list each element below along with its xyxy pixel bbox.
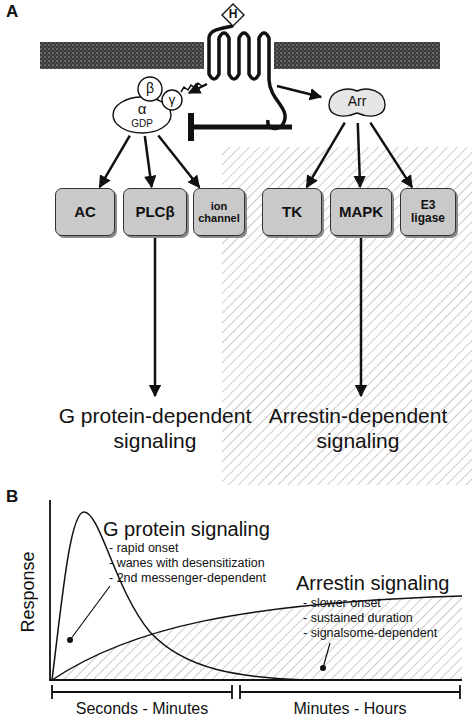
g-protein-curve (52, 512, 310, 680)
beta-subunit: β (137, 76, 163, 102)
node-text: GDP (131, 118, 153, 129)
curve-title: G protein signaling (103, 517, 270, 541)
arrestin-hatched-region (222, 147, 472, 485)
leader-dot (320, 665, 326, 671)
curve-note: - signalsome-dependent (303, 626, 437, 641)
effector-box: E3 ligase (400, 188, 456, 236)
signal-arrow (358, 123, 360, 187)
time-bracket (52, 685, 232, 699)
curve-note: - slower onset (303, 596, 381, 611)
axis-label: Response (17, 551, 39, 632)
node-text: Arr (348, 94, 367, 109)
effector-box: MAPK (330, 188, 392, 236)
receptor-7tm (209, 26, 285, 129)
node-text: γ (169, 93, 176, 107)
effector-box: PLCβ (123, 188, 187, 236)
inhibition-bar (188, 113, 194, 141)
panel-letter: A (6, 2, 18, 22)
leader-dot (67, 637, 73, 643)
node-text: PLCβ (135, 204, 174, 221)
effector-box: ion channel (193, 188, 245, 236)
arrestin-area (52, 596, 462, 680)
alpha-subunit (113, 97, 171, 133)
node-text: β (146, 81, 154, 96)
node-text: AC (74, 204, 96, 221)
ligand-diamond: H (221, 3, 245, 27)
node-text: TK (282, 204, 302, 221)
inhibition-line (194, 125, 292, 130)
lipid-anchor (181, 83, 202, 92)
curve-note: - sustained duration (303, 611, 413, 626)
pathway-arrow (360, 238, 363, 396)
panel-letter: B (6, 487, 18, 507)
plot-axes (50, 500, 462, 680)
time-bracket (240, 685, 460, 699)
pathway-label: Arrestin-dependent signaling (243, 403, 473, 453)
signal-arrow (370, 123, 412, 187)
signal-arrow (307, 123, 345, 187)
node-text: H (229, 8, 238, 21)
receptor-arrow (277, 86, 321, 97)
effector-box: AC (55, 188, 115, 236)
gamma-subunit (162, 90, 182, 110)
node-text: α (138, 101, 147, 118)
node-text: E3 ligase (408, 199, 448, 225)
node-text: ion channel (198, 200, 240, 224)
pathway-arrow (154, 238, 157, 396)
beta-subunit (138, 77, 162, 101)
signal-arrow (100, 136, 130, 187)
pathway-label: G protein-dependent signaling (40, 403, 270, 453)
arrestin-shape (329, 89, 385, 116)
curve-note: - rapid onset (109, 541, 178, 556)
curve-title: Arrestin signaling (296, 571, 449, 595)
arrestin-shape: Arr (326, 83, 388, 121)
time-range: Seconds - Minutes (52, 700, 232, 718)
arrestin-curve (52, 596, 462, 680)
leader-line (70, 586, 110, 640)
gamma-subunit: γ (161, 89, 183, 111)
curve-note: - wanes with desensitization (109, 556, 265, 571)
ligand-diamond (222, 4, 244, 26)
effector-box: TK (262, 188, 322, 236)
curve-note: - 2nd messenger-dependent (109, 571, 266, 586)
leader-line (323, 643, 330, 668)
signal-arrow (145, 136, 152, 187)
node-text: MAPK (339, 204, 383, 221)
signal-arrow (158, 136, 199, 188)
time-range: Minutes - Hours (240, 700, 460, 718)
